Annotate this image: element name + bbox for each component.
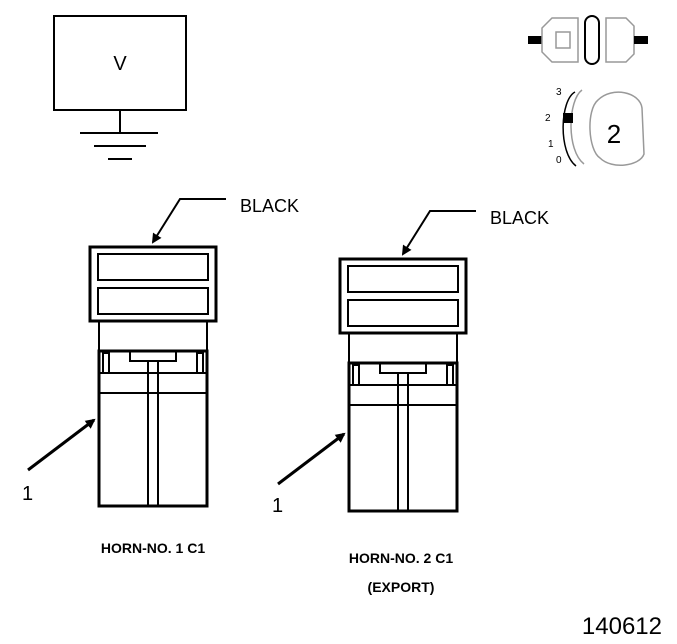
voltmeter-symbol: V — [53, 15, 187, 160]
ignition-key-position: 2 — [607, 119, 621, 149]
connector-1-housing — [88, 245, 218, 508]
connector-2-pin-callout: 1 — [272, 495, 283, 517]
connector-2-caption-note: (EXPORT) — [368, 579, 435, 595]
connector-2-caption: HORN-NO. 2 C1 — [349, 550, 453, 566]
connector-1-color-label: BLACK — [240, 196, 299, 216]
connector-1-caption: HORN-NO. 1 C1 — [101, 540, 205, 556]
horn-1-connector: BLACK 1 HORN-NO. 1 C1 — [22, 196, 299, 556]
ignition-position-2: 2 — [545, 113, 551, 124]
connector-2-color-arrow — [401, 210, 476, 256]
ignition-switch-icon: 3 2 1 0 2 — [545, 87, 645, 167]
figure-id: 140612 — [582, 613, 662, 640]
ignition-position-1: 1 — [548, 139, 554, 150]
connector-2-pin-arrow — [277, 432, 346, 486]
ignition-position-3: 3 — [556, 87, 562, 98]
connector-1-pin-arrow — [27, 418, 96, 472]
ground-icon — [80, 110, 158, 160]
voltmeter-label: V — [113, 53, 127, 75]
connector-2-housing — [338, 257, 468, 513]
connector-2-color-label: BLACK — [490, 208, 549, 228]
horn-2-connector: BLACK 1 HORN-NO. 2 C1 (EXPORT) — [272, 208, 549, 595]
connector-disconnect-icon — [528, 15, 648, 65]
ignition-position-0: 0 — [556, 155, 562, 166]
connector-1-color-arrow — [151, 198, 226, 244]
connector-1-pin-callout: 1 — [22, 483, 33, 505]
